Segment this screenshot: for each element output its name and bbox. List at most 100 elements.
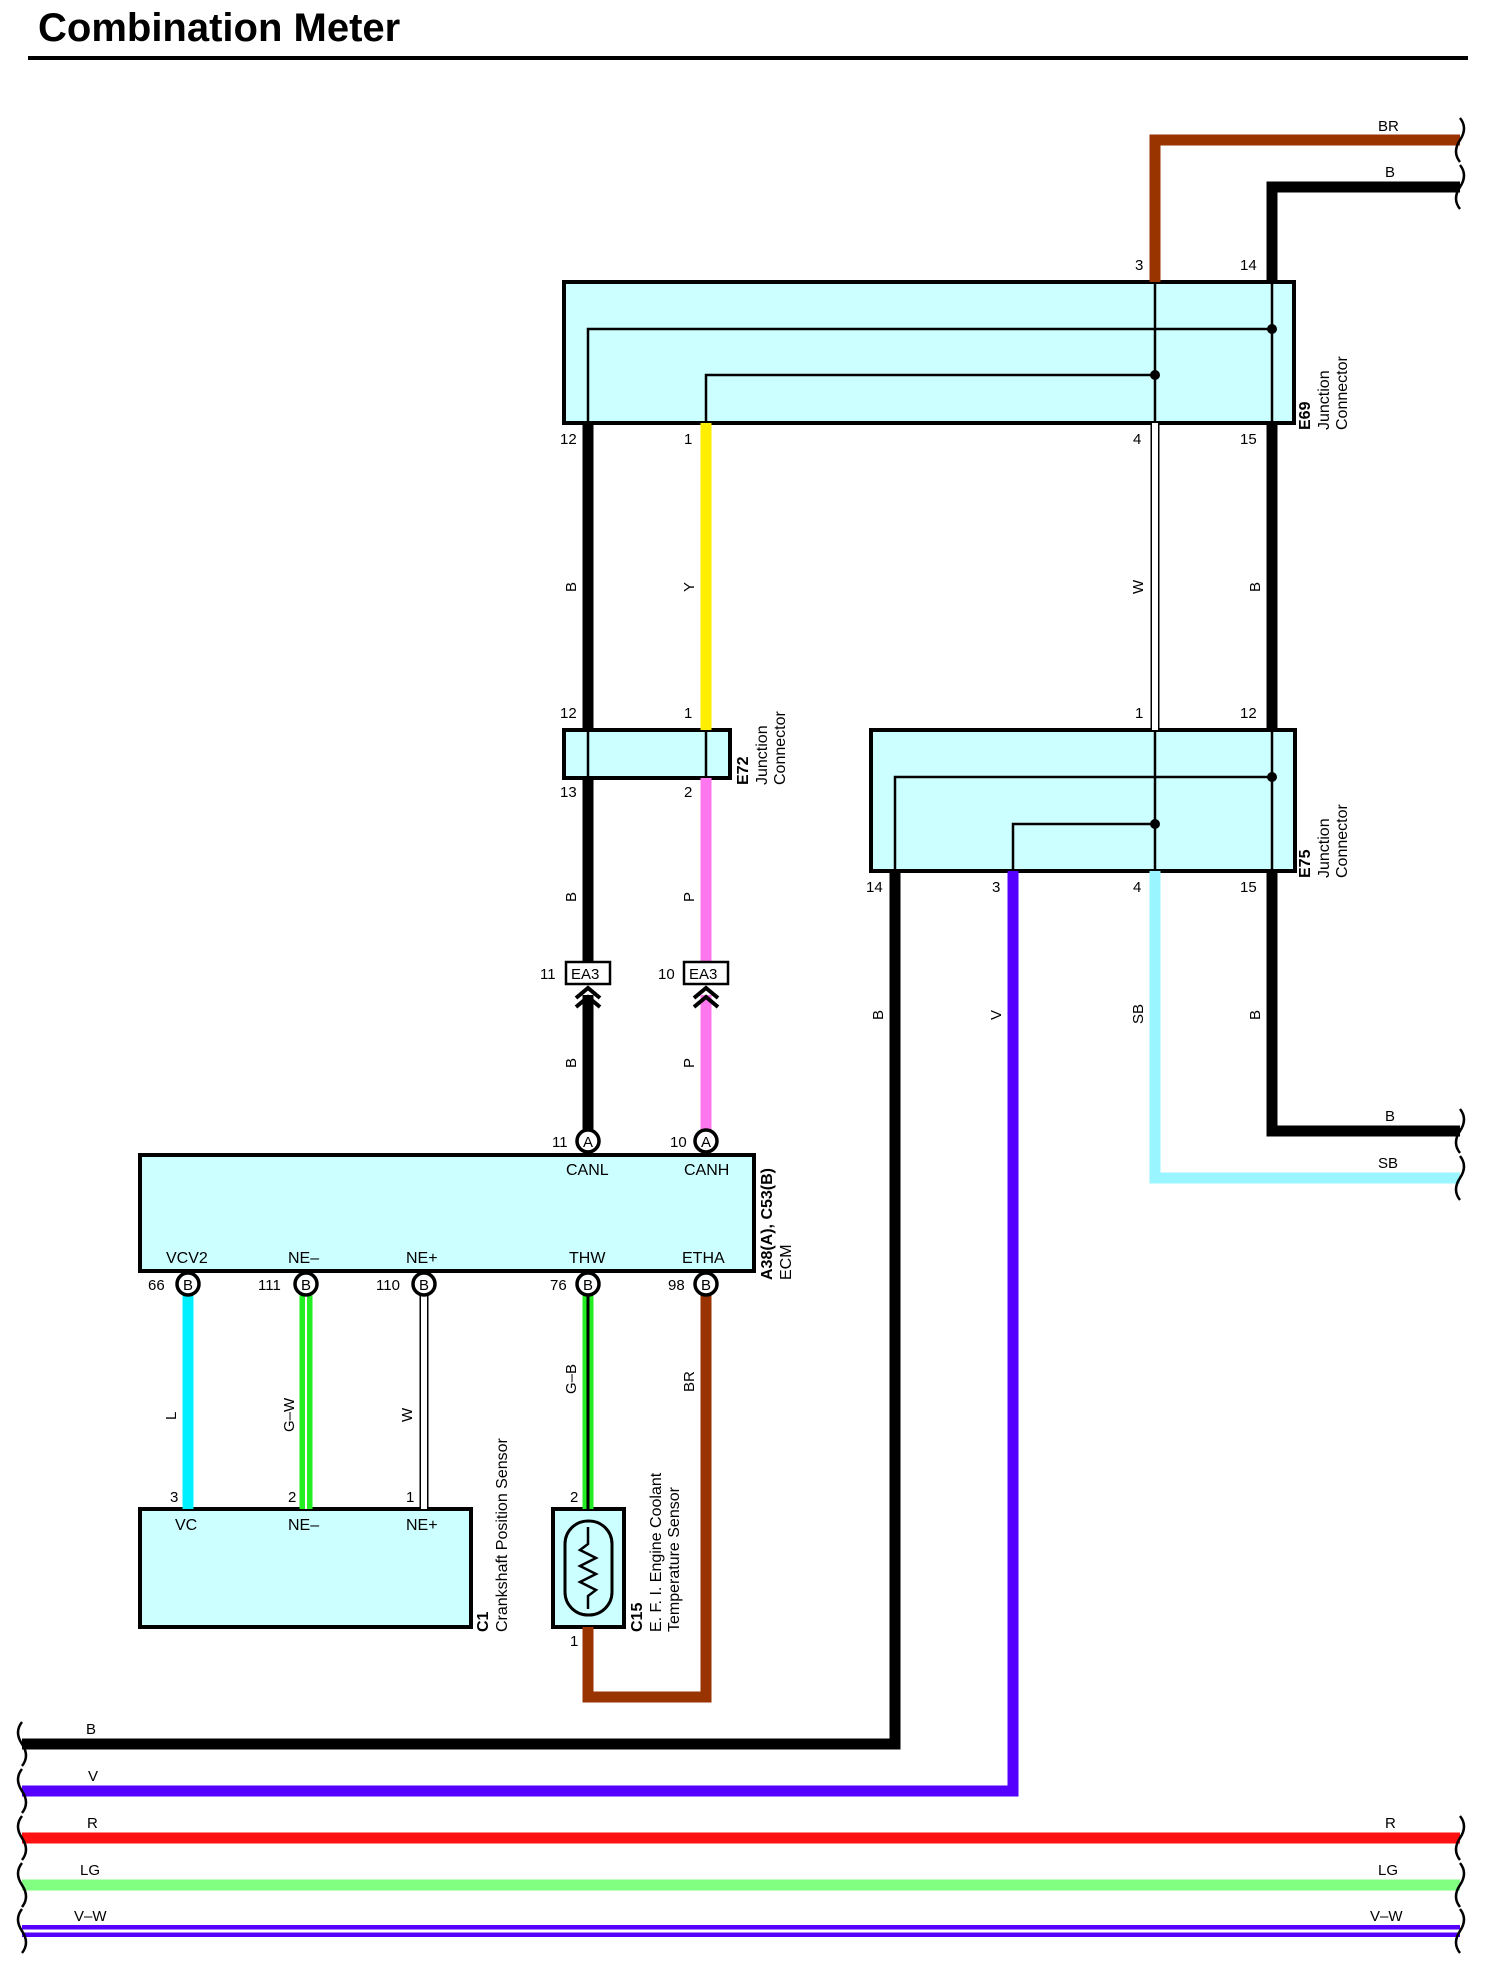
e69-junction-dot — [1150, 370, 1160, 380]
wire-sb-e75-4 — [1149, 871, 1460, 1184]
wire-label: G–B — [563, 1364, 580, 1394]
connector-name: Connector — [1334, 356, 1351, 430]
ecm-label: A38(A), C53(B) ECM — [759, 1168, 795, 1280]
pin-number: 2 — [570, 1489, 578, 1506]
e69-internal-wiring — [586, 282, 1274, 423]
ecm-signal-label: NE+ — [406, 1250, 438, 1267]
wire-label: BR — [1378, 118, 1399, 135]
wire-b-e75-14 — [22, 871, 901, 1750]
pin-number: 14 — [1240, 257, 1257, 274]
wire-label: Y — [681, 582, 698, 592]
ecm-pin-number: 110 — [376, 1277, 400, 1294]
e69-connector-label: E69 Junction Connector — [1297, 356, 1351, 430]
ecm-pin-circles — [175, 1128, 719, 1297]
bus-label: R — [87, 1815, 98, 1832]
wire-b-top — [1266, 181, 1460, 282]
connector-name: Connector — [772, 711, 789, 785]
bus-label: LG — [80, 1862, 100, 1879]
ecm-signal-label: ETHA — [682, 1250, 725, 1267]
resistor-zigzag-icon — [577, 1527, 599, 1609]
e75-internal-wiring — [893, 730, 1274, 871]
connector-name: Junction — [1316, 370, 1333, 430]
ea3-chevron-icon — [692, 985, 720, 1009]
crank-sensor-box — [138, 1507, 473, 1629]
ecm-signal-label: NE– — [288, 1250, 319, 1267]
ea3-pin-number: 11 — [540, 966, 556, 983]
wire-label: P — [681, 1058, 698, 1068]
ecm-pin-conn: A — [583, 1134, 593, 1151]
wire-label: B — [563, 892, 580, 902]
wire-label: B — [1247, 582, 1264, 592]
coolant-code: C15 — [629, 1603, 646, 1632]
pin-number: 12 — [560, 431, 577, 448]
ecm-pin-number: 98 — [668, 1277, 685, 1294]
wire-br-etha — [582, 1295, 712, 1703]
crank-code: C1 — [475, 1611, 492, 1632]
pin-number: 15 — [1240, 879, 1257, 896]
wire-b-e75-15 — [1266, 871, 1460, 1137]
pin-number: 1 — [684, 431, 692, 448]
pin-number: 1 — [406, 1489, 414, 1506]
wire-br-top — [1149, 134, 1460, 282]
e72-connector-box — [562, 728, 732, 780]
bus-right-label: R — [1385, 1815, 1396, 1832]
coolant-name: Temperature Sensor — [666, 1486, 683, 1632]
pin-number: 1 — [570, 1633, 578, 1650]
wire-label: P — [681, 892, 698, 902]
e75-connector-label: E75 Junction Connector — [1297, 804, 1351, 878]
wire-label: SB — [1378, 1155, 1398, 1172]
ecm-pin-conn: B — [701, 1277, 711, 1294]
crank-signal-label: VC — [175, 1517, 197, 1534]
ecm-code: A38(A), C53(B) — [759, 1168, 776, 1280]
pin-number: 1 — [1135, 705, 1143, 722]
connector-code: E75 — [1297, 849, 1314, 878]
ecm-box — [138, 1153, 756, 1273]
coolant-sensor-label: C15 E. F. I. Engine Coolant Temperature … — [629, 1472, 683, 1632]
ecm-signal-label: VCV2 — [166, 1250, 208, 1267]
ecm-pin-conn: B — [301, 1277, 311, 1294]
ea3-code: EA3 — [689, 966, 717, 983]
wire-label: B — [1247, 1010, 1264, 1020]
pin-number: 3 — [1135, 257, 1143, 274]
e75-junction-dot — [1267, 772, 1277, 782]
ecm-pin-number: 11 — [552, 1134, 568, 1151]
crank-name: Crankshaft Position Sensor — [494, 1437, 511, 1632]
ea3-connector-b — [682, 960, 730, 986]
wire-label: B — [563, 1058, 580, 1068]
wire-label: W — [1130, 579, 1147, 594]
pin-number: 4 — [1133, 879, 1141, 896]
wire-break-symbols — [16, 117, 1466, 1954]
e72-connector-label: E72 Junction Connector — [735, 711, 789, 785]
pin-number: 12 — [560, 705, 577, 722]
wire-v-e75-3 — [22, 871, 1019, 1797]
wire-label: BR — [681, 1371, 698, 1392]
ecm-pin-conn: B — [183, 1277, 193, 1294]
ecm-name: ECM — [778, 1244, 795, 1280]
wire-label: B — [1385, 1108, 1395, 1125]
pin-number: 4 — [1133, 431, 1141, 448]
wire-label: G–W — [281, 1397, 298, 1432]
pin-number: 13 — [560, 784, 577, 801]
crank-sensor-label: C1 Crankshaft Position Sensor — [475, 1437, 511, 1632]
bus-label: V–W — [74, 1908, 107, 1925]
e72-internal-wiring — [586, 730, 708, 778]
wire-label: B — [870, 1010, 887, 1020]
ecm-signal-label: THW — [569, 1250, 606, 1267]
pin-number: 2 — [288, 1489, 296, 1506]
ecm-pin-number: 66 — [148, 1277, 165, 1294]
title-rule — [28, 56, 1468, 60]
pin-number: 2 — [684, 784, 692, 801]
wire-label: SB — [1130, 1004, 1147, 1024]
pin-number: 14 — [866, 879, 883, 896]
crank-signal-label: NE+ — [406, 1517, 438, 1534]
pin-number: 3 — [170, 1489, 178, 1506]
crank-signal-label: NE– — [288, 1517, 319, 1534]
thermistor-icon — [563, 1519, 614, 1617]
page-title: Combination Meter — [38, 6, 401, 50]
e69-connector-box — [562, 280, 1296, 425]
ea3-connector-a — [564, 960, 612, 986]
connector-name: Junction — [1316, 818, 1333, 878]
ecm-pin-conn: B — [419, 1277, 429, 1294]
ecm-pin-number: 111 — [258, 1277, 281, 1294]
